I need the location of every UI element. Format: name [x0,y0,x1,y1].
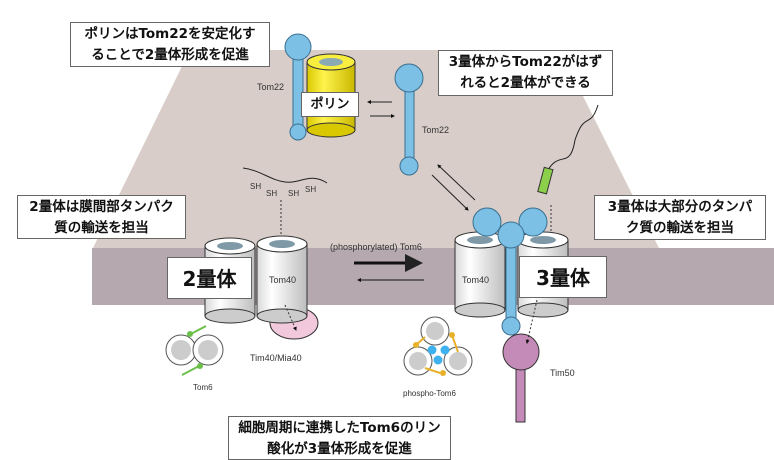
callout-line: れると2量体ができる [460,75,591,91]
arrow-label-phospho-tom6: (phosphorylated) Tom6 [330,242,422,252]
tim50-label: Tim50 [550,368,575,378]
phospho-tom6-trimer-topview [403,316,473,376]
callout-line: 細胞周期に連携したTom6のリン [238,420,441,436]
tim40-label: Tim40/Mia40 [250,353,302,363]
callout-line: 3量体からTom22がはず [448,54,603,70]
callout-line: 2量体は膜間部タンパク [29,199,174,215]
tom40-trimer [454,207,569,423]
callout-line: ることで2量体形成を促進 [91,47,249,63]
tom22-free-label: Tom22 [422,125,449,135]
dimer-function-callout: 2量体は膜間部タンパク 質の輸送を担当 [17,195,186,239]
membrane-top-surface [92,50,660,250]
presequence-precursor [537,166,554,195]
phospho-tom6-label: phospho-Tom6 [403,389,456,398]
tom22-porin-complex [284,33,356,141]
porin-stabilizes-callout: ポリンはTom22を安定化す ることで2量体形成を促進 [70,22,270,67]
tim50-stalk [515,361,526,423]
precursor-tail [547,104,599,171]
precursor-protein-sh [242,167,328,184]
trimer-label: 3量体 [519,256,607,298]
dimer-label: 2量体 [167,257,252,299]
callout-line: ポリンはTom22を安定化す [84,26,256,42]
tom40-left-label: Tom40 [269,275,296,285]
tom22-free [394,63,424,176]
porin-label: ポリン [301,92,359,117]
sh-label: SH [250,182,261,191]
arrow-down [431,174,469,211]
tim50 [502,333,540,371]
trimer-function-callout: 3量体は大部分のタンパ ク質の輸送を担当 [594,195,766,240]
tom6-dimer-topview [165,325,224,376]
sh-label: SH [288,189,299,198]
tom40-right-label: Tom40 [462,275,489,285]
callout-line: 3量体は大部分のタンパ [607,199,753,215]
tom22-left-label: Tom22 [257,82,284,92]
tom6-phosphorylation-callout: 細胞周期に連携したTom6のリン 酸化が3量体形成を促進 [228,416,451,460]
tom6-label: Tom6 [193,383,213,392]
callout-line: 質の輸送を担当 [54,220,149,236]
tom22-release-callout: 3量体からTom22がはず れると2量体ができる [438,50,613,96]
sh-label: SH [266,189,277,198]
sh-label: SH [305,185,316,194]
arrow-up [437,164,476,201]
callout-line: 酸化が3量体形成を促進 [267,441,412,457]
callout-line: ク質の輸送を担当 [626,220,734,236]
